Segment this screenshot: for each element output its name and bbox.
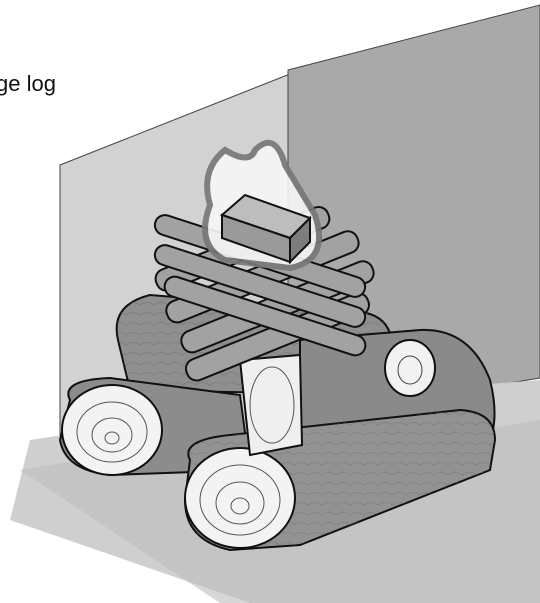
log-end-grain — [384, 339, 436, 397]
firestarter-block — [220, 193, 312, 265]
center-log — [238, 353, 304, 457]
figure-label: ge log — [0, 71, 56, 96]
